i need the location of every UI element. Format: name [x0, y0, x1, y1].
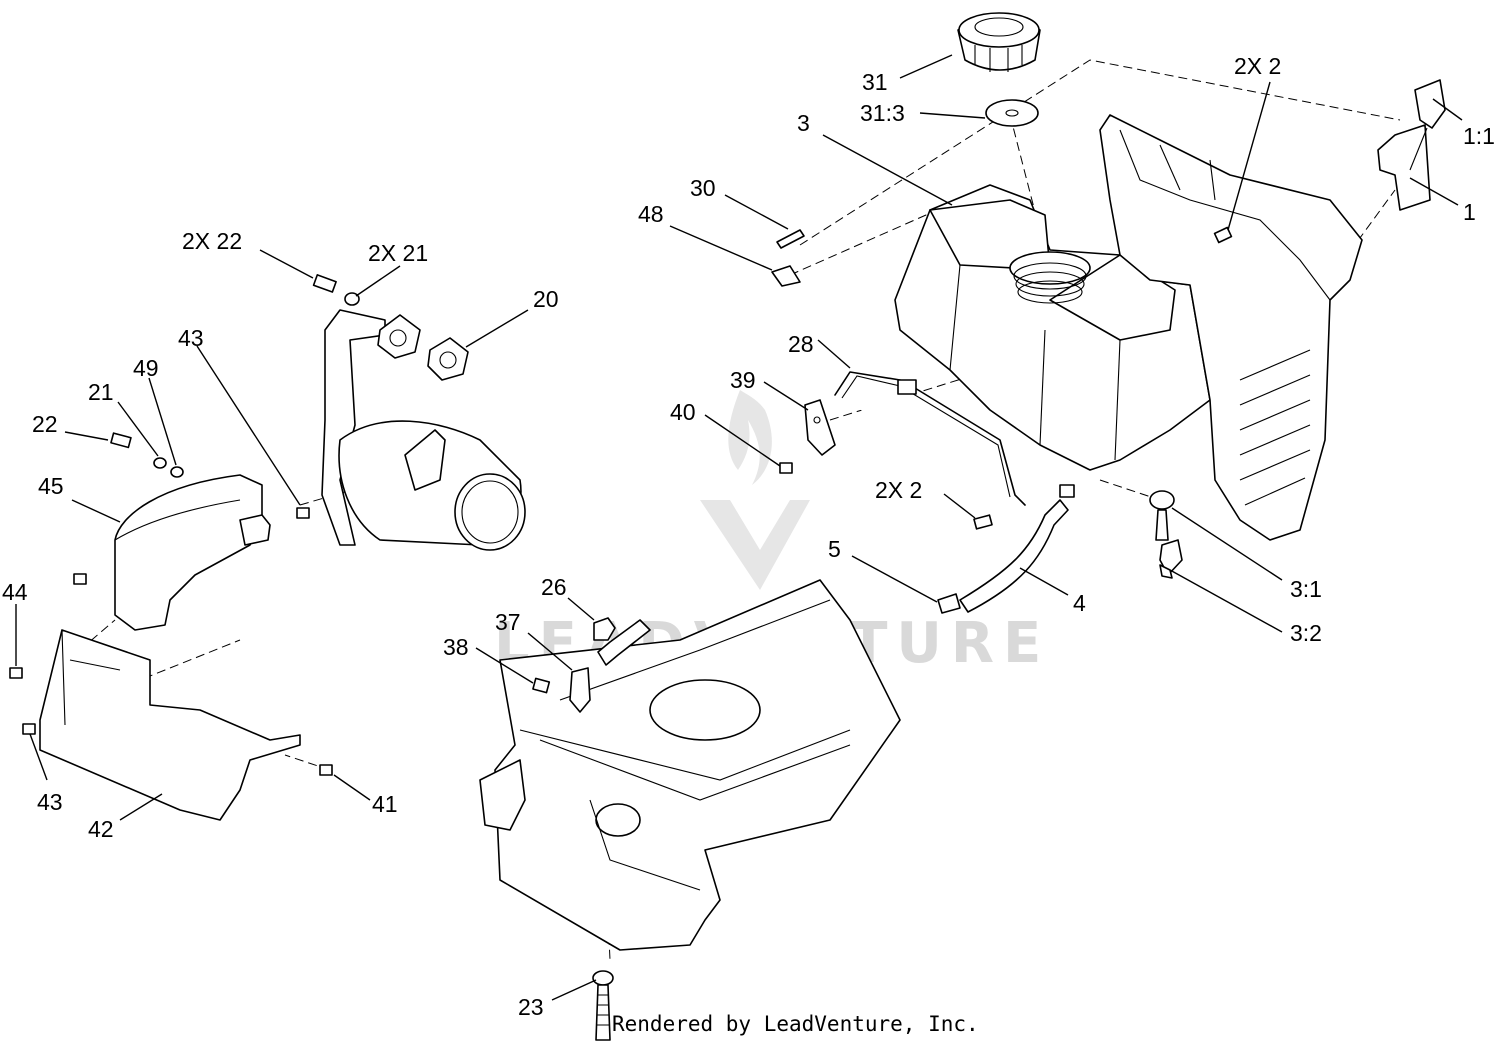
fender-ribs: [1239, 349, 1311, 506]
fuel-cap-gasket: [985, 99, 1039, 127]
fuel-shutoff-valve: [1149, 490, 1175, 541]
render-credit: Rendered by LeadVenture, Inc.: [612, 1012, 979, 1036]
chassis-frame: [479, 579, 901, 951]
callout-2x2-top: 2X 2: [1234, 53, 1281, 79]
shield-screw: [296, 507, 310, 519]
callout-37: 37: [495, 609, 521, 635]
battery-bracket: [569, 667, 591, 713]
callout-3-1: 3:1: [1290, 576, 1322, 602]
callout-3-2: 3:2: [1290, 620, 1322, 646]
rear-body-fender: [1099, 114, 1363, 541]
callout-31-3: 31:3: [860, 100, 905, 126]
callout-40: 40: [670, 399, 696, 425]
callout-3: 3: [797, 110, 810, 136]
callout-44: 44: [2, 579, 28, 605]
fuel-hose: [959, 484, 1075, 613]
leader-lines: [15, 54, 1463, 1001]
tank-screw: [1213, 226, 1233, 244]
callout-31: 31: [862, 69, 888, 95]
spacer-41: [319, 764, 333, 776]
callout-1: 1: [1463, 199, 1476, 225]
callout-20: 20: [533, 286, 559, 312]
callout-5: 5: [828, 536, 841, 562]
bottom-bolt: [592, 970, 614, 1041]
callout-23: 23: [518, 994, 544, 1020]
callout-45: 45: [38, 473, 64, 499]
callout-43-top: 43: [178, 325, 204, 351]
callout-49: 49: [133, 355, 159, 381]
callout-labels: 31 31:3 3 2X 2 1:1 1 30 48 2X 22 2X 21 2…: [2, 53, 1495, 1020]
fuel-cap: [957, 12, 1041, 72]
ground-cable: [597, 619, 651, 666]
valve-fitting: [1159, 539, 1183, 579]
callout-26: 26: [541, 574, 567, 600]
screw-44: [9, 667, 23, 679]
shield-bolt: [110, 432, 132, 449]
shield-washer: [153, 457, 167, 469]
callout-38: 38: [443, 634, 469, 660]
mounting-bracket: [804, 399, 836, 456]
callout-2x2-mid: 2X 2: [875, 477, 922, 503]
callout-1-1: 1:1: [1463, 123, 1495, 149]
callout-21: 21: [88, 379, 114, 405]
fuel-line-clip: [776, 229, 805, 249]
hose-screw: [973, 514, 993, 530]
muffler-bolt: [312, 274, 360, 306]
exhaust-gasket: [427, 337, 469, 381]
hose-clamp: [937, 593, 961, 614]
callout-4: 4: [1073, 590, 1086, 616]
bracket-nut: [593, 617, 616, 641]
bracket-screw-38: [532, 677, 551, 694]
muffler: [321, 309, 526, 551]
callout-2x21: 2X 21: [368, 240, 428, 266]
callout-48: 48: [638, 201, 664, 227]
callout-43-bottom: 43: [37, 789, 63, 815]
callout-2x22: 2X 22: [182, 228, 242, 254]
shield-lock-washer: [170, 466, 184, 478]
throttle-control: [1377, 79, 1446, 211]
nut-44: [73, 573, 87, 585]
lower-heat-shield: [39, 629, 301, 821]
exhaust-flange: [377, 314, 421, 359]
callout-30: 30: [690, 175, 716, 201]
callout-42: 42: [88, 816, 114, 842]
callout-22: 22: [32, 411, 58, 437]
fuel-line-tube: [834, 371, 1026, 506]
clip-bracket: [771, 265, 801, 287]
heat-shield: [114, 474, 271, 631]
callout-28: 28: [788, 331, 814, 357]
callout-41: 41: [372, 791, 398, 817]
callout-39: 39: [730, 367, 756, 393]
bracket-screw: [779, 462, 793, 474]
screw-43: [22, 723, 36, 735]
